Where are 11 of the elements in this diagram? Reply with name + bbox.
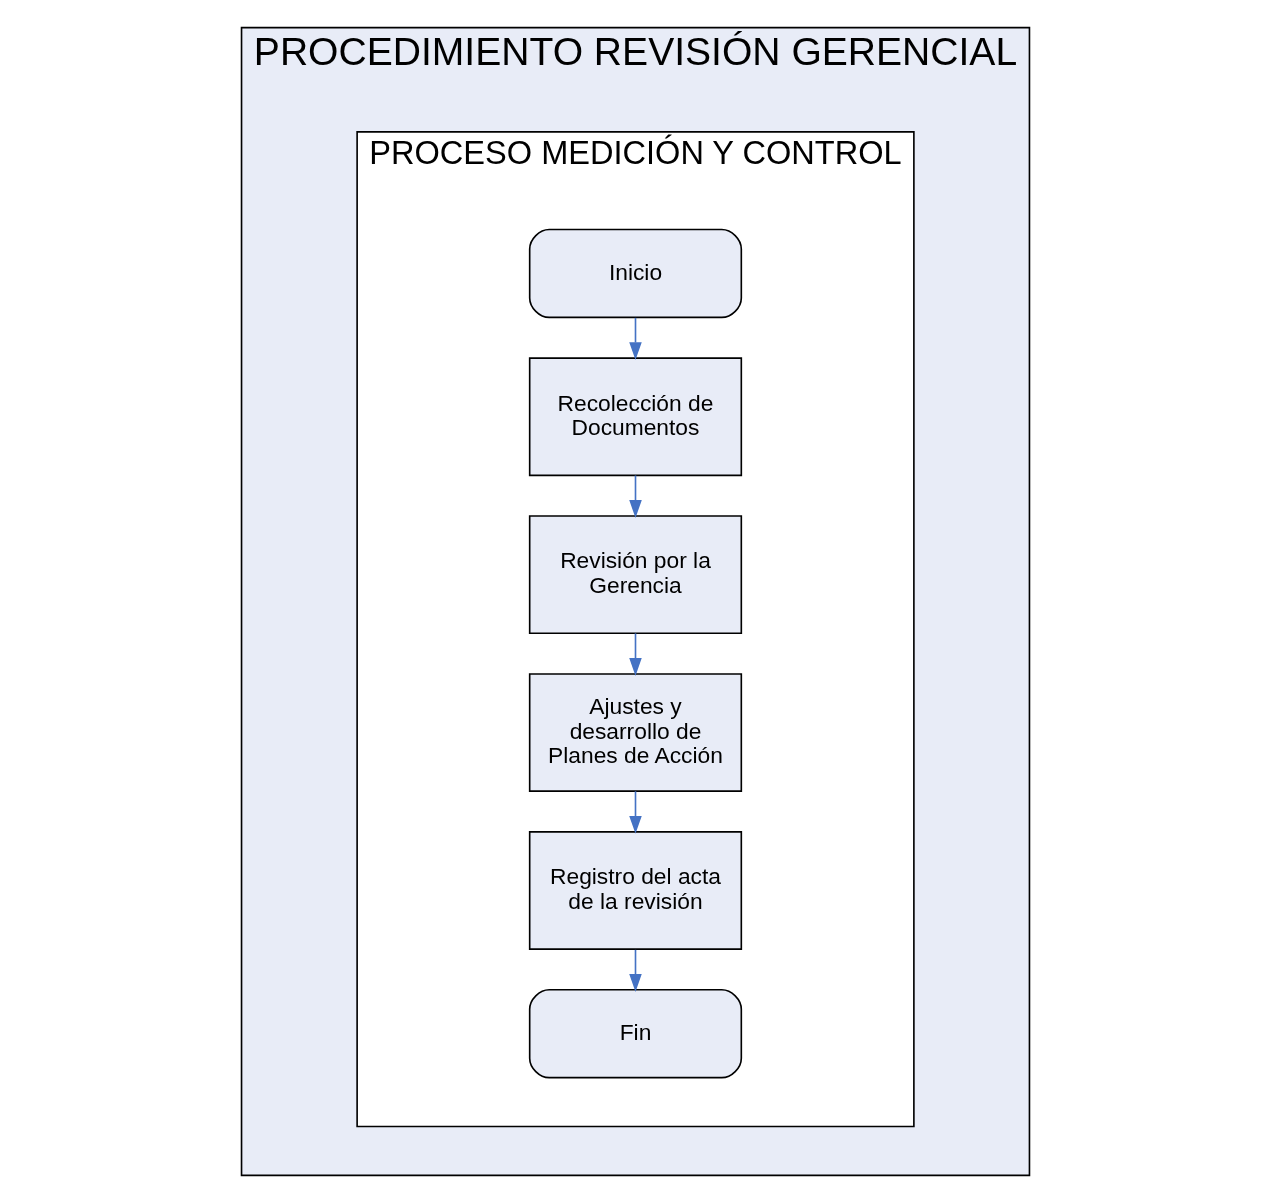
node-box: Revisión por la Gerencia — [528, 515, 742, 635]
node-box: Ajustes y desarrollo de Planes de Acción — [528, 673, 742, 792]
arrow — [628, 474, 642, 519]
arrow — [628, 949, 642, 992]
arrow — [628, 317, 642, 361]
node-box: Fin — [528, 988, 742, 1079]
node-box: Recolección de Documentos — [528, 357, 742, 477]
node-box: Registro del acta de la revisión — [528, 831, 742, 950]
arrow — [628, 790, 642, 834]
node-box: Inicio — [528, 228, 742, 319]
arrow — [628, 632, 642, 676]
